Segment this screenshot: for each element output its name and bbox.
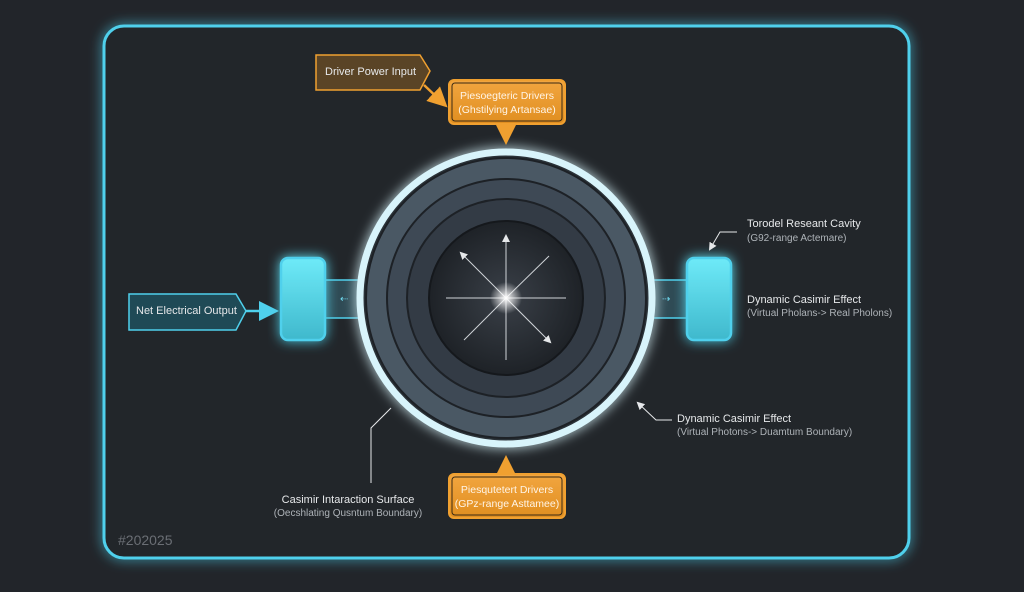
right-connector-arrow-icon: ⇢ — [662, 294, 670, 305]
dce-lower-subtitle: (Virtual Photons-> Duamtum Boundary) — [677, 427, 852, 438]
top-driver-title: Piesoegteric Drivers — [460, 90, 554, 102]
surface-subtitle: (Oecshlating Qusntum Boundary) — [274, 508, 422, 519]
right-connector — [651, 279, 689, 319]
toroidal-cavity — [356, 148, 656, 448]
dce-right-title: Dynamic Casimir Effect — [747, 294, 861, 306]
left-connector-arrow-icon: ⇠ — [340, 294, 348, 305]
left-connector — [322, 279, 364, 319]
surface-leader — [370, 407, 392, 483]
net-output-label: Net Electrical Output — [136, 305, 237, 317]
top-driver-subtitle: (Ghstilying Artansae) — [458, 104, 555, 116]
photon-source-icon — [490, 282, 522, 314]
top-piezo-driver: Piesoegteric Drivers (Ghstilying Artansa… — [448, 79, 566, 125]
dce-lower-leader — [636, 401, 672, 421]
bottom-piezo-driver: Piesqutetert Drivers (GPz-range Asttamee… — [448, 473, 566, 519]
net-electrical-output: Net Electrical Output — [128, 293, 247, 331]
cavity-leader — [708, 231, 737, 251]
watermark: #202025 — [118, 532, 173, 548]
dce-lower-title: Dynamic Casimir Effect — [677, 413, 791, 425]
cavity-subtitle: (G92-range Actemare) — [747, 233, 847, 244]
right-electrode — [685, 256, 733, 342]
surface-title: Casimir Intaraction Surface — [282, 494, 415, 506]
driver-power-input: Driver Power Input — [315, 54, 431, 91]
dce-right-subtitle: (Virtual Pholans-> Real Pholons) — [747, 308, 892, 319]
left-electrode — [279, 256, 327, 342]
power-arrow — [423, 84, 448, 108]
cavity-title: Torodel Reseant Cavity — [747, 218, 861, 230]
driver-power-input-label: Driver Power Input — [325, 66, 416, 78]
bottom-driver-subtitle: (GPz-range Asttamee) — [455, 498, 559, 510]
bottom-driver-title: Piesqutetert Drivers — [461, 484, 553, 496]
